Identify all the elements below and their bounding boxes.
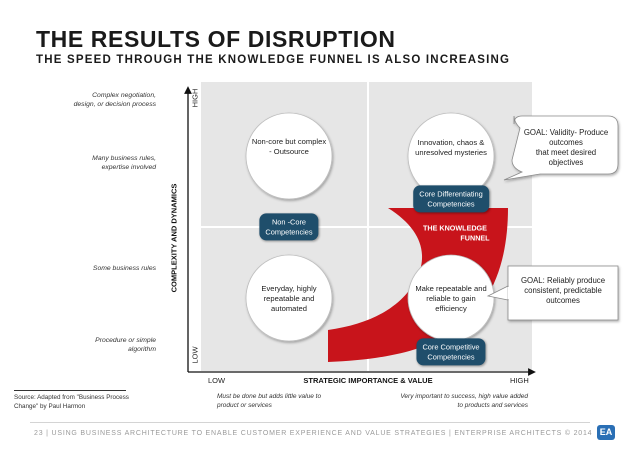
goal-reliability-text: GOAL: Reliably produce consistent, predi… — [520, 276, 606, 306]
y-axis-low-label: LOW — [190, 346, 200, 364]
source-divider — [14, 390, 126, 391]
pill-non-core-competencies: Non -Core Competencies — [259, 213, 319, 241]
x-axis-low-note: Must be done but adds little value to pr… — [217, 393, 322, 409]
knowledge-funnel-label: THE KNOWLEDGE FUNNEL — [423, 223, 490, 242]
quadrant-text-bottom-right: Make repeatable and reliable to gain eff… — [415, 284, 487, 313]
x-axis-high-note: Very important to success, high value ad… — [400, 393, 528, 409]
quadrant-circle-top-left — [245, 112, 333, 200]
page-subtitle: THE SPEED THROUGH THE KNOWLEDGE FUNNEL I… — [36, 54, 511, 66]
y-level-complex: Complex negotiation, design, or decision… — [73, 92, 156, 108]
y-level-procedure: Procedure or simple algorithm — [95, 337, 156, 353]
pill-core-differentiating-competencies: Core Differentiating Competencies — [413, 185, 489, 213]
y-level-some-rules: Some business rules — [92, 265, 156, 272]
x-axis-high-label: HIGH — [510, 376, 529, 385]
goal-validity-text: GOAL: Validity- Produce outcomes that me… — [523, 128, 609, 168]
ea-logo: EA — [597, 425, 615, 440]
y-axis-title: COMPLEXITY AND DYNAMICS — [169, 183, 179, 293]
goal-callout-top — [503, 115, 619, 181]
x-axis-title: STRATEGIC IMPORTANCE & VALUE — [303, 376, 433, 385]
pill-core-competitive-competencies: Core Competitive Competencies — [416, 338, 486, 366]
quadrant-text-bottom-left: Everyday, highly repeatable and automate… — [261, 284, 317, 313]
page-title: THE RESULTS OF DISRUPTION — [36, 26, 396, 52]
quadrant-text-top-right: Innovation, chaos & unresolved mysteries — [415, 138, 487, 157]
footer-text: 23 | USING BUSINESS ARCHITECTURE TO ENAB… — [34, 430, 593, 437]
quadrant-text-top-left: Non-core but complex - Outsource — [251, 137, 327, 156]
quadrant-circle-bottom-left — [245, 254, 333, 342]
y-axis-high-label: HIGH — [190, 88, 200, 108]
footer-divider — [30, 422, 590, 423]
x-axis-low-label: LOW — [208, 376, 226, 385]
y-level-many-rules: Many business rules, expertise involved — [92, 155, 156, 171]
source-citation: Source: Adapted from "Business Process C… — [14, 394, 129, 410]
